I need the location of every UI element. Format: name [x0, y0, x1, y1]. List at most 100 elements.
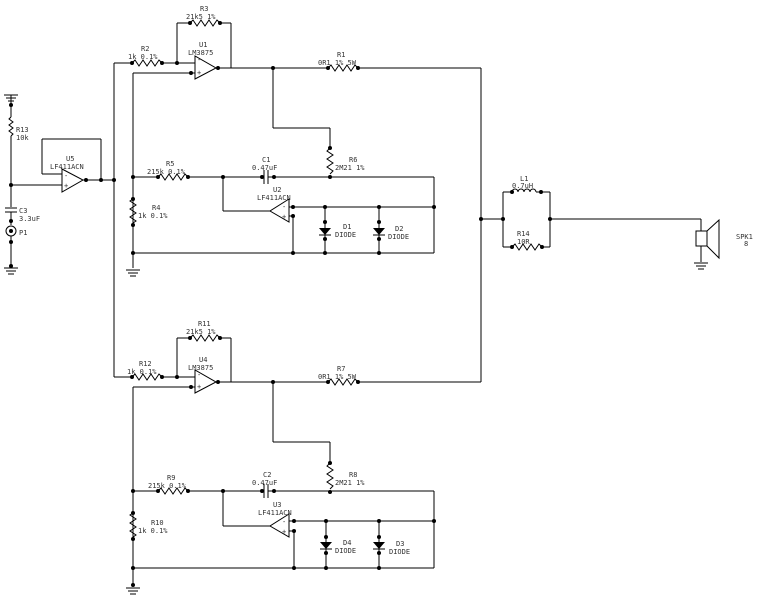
r12-resistor — [131, 373, 163, 381]
r14-resistor — [511, 243, 543, 251]
ground-symbol — [4, 94, 18, 104]
c3-capacitor — [5, 207, 17, 213]
spk1-value: 8 — [744, 240, 748, 248]
r10-ref: R10 — [151, 519, 164, 527]
u1-plus-pin: + — [197, 69, 201, 77]
upper-channel: R2 1k 0.1% R3 21k5 1% - + U1 LM3875 — [114, 5, 482, 382]
d1-ref: D1 — [343, 223, 351, 231]
r8-value: 2M21 1% — [335, 479, 365, 487]
l1-ref: L1 — [520, 175, 528, 183]
u3-minus-pin: - — [282, 518, 286, 526]
r9-value: 215k 0.1% — [148, 482, 187, 490]
u4-value: LM3875 — [188, 364, 213, 372]
r11-ref: R11 — [198, 320, 211, 328]
c2-value: 0.47uF — [252, 479, 277, 487]
r3-resistor — [189, 19, 221, 27]
lower-channel: R12 1k 0.1% R11 21k5 1% - + U4 LM3875 — [114, 320, 481, 595]
ground-symbol — [126, 587, 140, 595]
r5-resistor — [157, 173, 189, 181]
d2-diode — [373, 228, 385, 236]
ground-symbol — [694, 262, 708, 270]
u5-minus-pin: - — [64, 172, 68, 180]
c1-ref: C1 — [262, 156, 270, 164]
u1-minus-pin: - — [197, 56, 201, 64]
c1-capacitor — [263, 170, 269, 184]
r2-ref: R2 — [141, 45, 149, 53]
r13-resistor — [8, 116, 14, 137]
u3-value: LF411ACN — [258, 509, 292, 517]
d2-ref: D2 — [395, 225, 403, 233]
l1-inductor — [511, 188, 537, 193]
d2-value: DIODE — [388, 233, 409, 241]
r7-value: 0R1 1% 5W — [318, 373, 357, 381]
r14-value: 10R — [517, 238, 530, 246]
spk1-ref: SPK1 — [736, 233, 753, 241]
r6-resistor — [326, 147, 334, 175]
u4-ref: U4 — [199, 356, 207, 364]
u3-ref: U3 — [273, 501, 281, 509]
u2-ref: U2 — [273, 186, 281, 194]
d4-ref: D4 — [343, 539, 351, 547]
d1-value: DIODE — [335, 231, 356, 239]
c1-value: 0.47uF — [252, 164, 277, 172]
d3-diode — [373, 542, 385, 550]
p1-connector — [5, 225, 17, 237]
ground-symbol — [126, 269, 140, 277]
p1-ref: P1 — [19, 229, 27, 237]
r3-value: 21k5 1% — [186, 13, 216, 21]
output-network: L1 0.7uH R14 10R SPK1 8 — [479, 175, 753, 270]
r9-ref: R9 — [167, 474, 175, 482]
r4-resistor — [129, 198, 137, 224]
r11-resistor — [189, 334, 221, 342]
input-stage: R13 10k C3 3.3uF P1 - + U5 — [4, 63, 116, 377]
r2-value: 1k 0.1% — [128, 53, 158, 61]
r11-value: 21k5 1% — [186, 328, 216, 336]
u2-minus-pin: - — [282, 203, 286, 211]
u5-opamp: - + — [61, 168, 85, 193]
r8-resistor — [326, 462, 334, 490]
r1-ref: R1 — [337, 51, 345, 59]
u2-value: LF411ACN — [257, 194, 291, 202]
d4-value: DIODE — [335, 547, 356, 555]
r10-resistor — [129, 512, 137, 538]
u4-plus-pin: + — [197, 383, 201, 391]
r14-ref: R14 — [517, 230, 530, 238]
u2-opamp: - + — [269, 198, 290, 223]
c3-ref: C3 — [19, 207, 27, 215]
u3-opamp: - + — [269, 513, 290, 538]
u2-plus-pin: + — [282, 213, 286, 221]
u3-plus-pin: + — [282, 528, 286, 536]
l1-value: 0.7uH — [512, 182, 533, 190]
r5-value: 215k 0.1% — [147, 168, 186, 176]
r1-value: 0R1 1% 5W — [318, 59, 357, 67]
r12-value: 1k 0.1% — [127, 368, 157, 376]
d3-ref: D3 — [396, 540, 404, 548]
u1-opamp: - + — [194, 55, 218, 80]
r5-ref: R5 — [166, 160, 174, 168]
r7-resistor — [327, 378, 359, 386]
u1-value: LM3875 — [188, 49, 213, 57]
r4-value: 1k 0.1% — [138, 212, 168, 220]
r9-resistor — [157, 487, 189, 495]
r7-ref: R7 — [337, 365, 345, 373]
d3-value: DIODE — [389, 548, 410, 556]
u4-opamp: - + — [194, 369, 218, 394]
r13-ref: R13 — [16, 126, 29, 134]
r1-resistor — [327, 64, 359, 72]
r8-ref: R8 — [349, 471, 357, 479]
r12-ref: R12 — [139, 360, 152, 368]
r4-ref: R4 — [152, 204, 160, 212]
u5-ref: U5 — [66, 155, 74, 163]
u5-plus-pin: + — [64, 182, 68, 190]
r10-value: 1k 0.1% — [138, 527, 168, 535]
r3-ref: R3 — [200, 5, 208, 13]
u4-minus-pin: - — [197, 371, 201, 379]
d1-diode — [319, 228, 331, 236]
d4-diode — [320, 542, 332, 550]
u5-value: LF411ACN — [50, 163, 84, 171]
ground-symbol — [4, 267, 18, 275]
c2-ref: C2 — [263, 471, 271, 479]
r2-resistor — [131, 59, 163, 67]
